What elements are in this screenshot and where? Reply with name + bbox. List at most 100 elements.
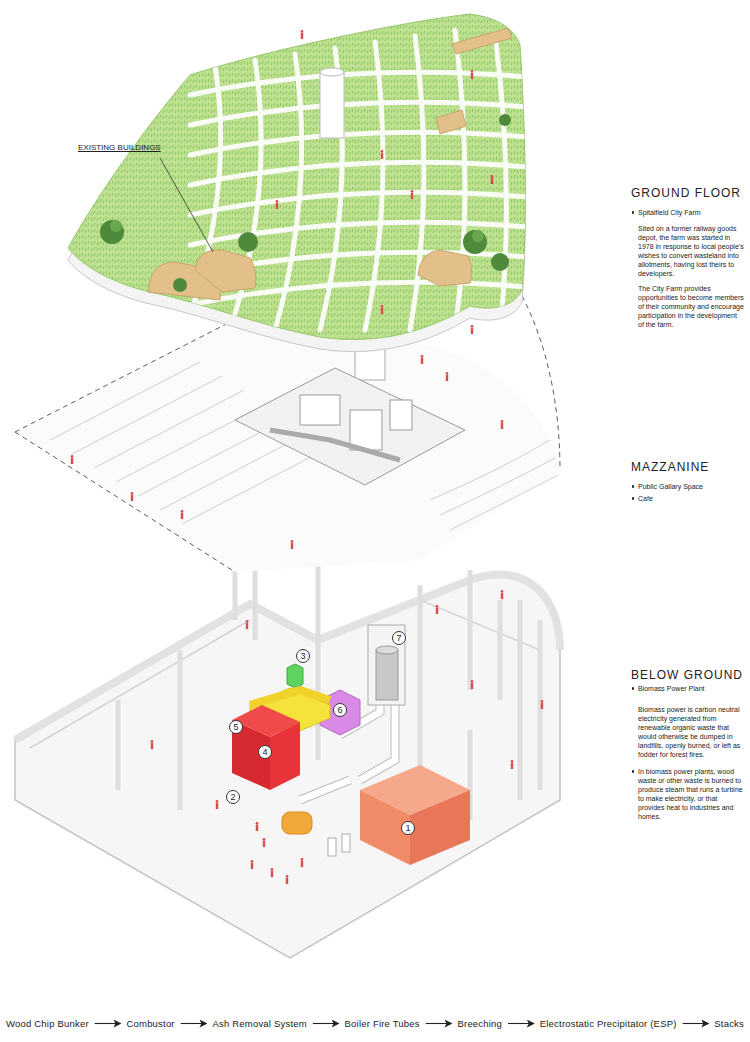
section-heading: MAZZANINE — [631, 460, 746, 474]
art-shape — [286, 875, 289, 884]
art-shape — [238, 232, 258, 252]
art-shape — [301, 30, 304, 39]
art-shape — [498, 600, 503, 700]
art-shape — [411, 190, 414, 199]
art-shape — [151, 740, 154, 749]
art-shape — [316, 560, 321, 760]
art-shape — [501, 420, 504, 429]
art-shape — [452, 28, 512, 54]
art-shape — [381, 305, 384, 314]
bullet-dot — [632, 485, 634, 487]
art-shape — [499, 114, 511, 126]
art-shape — [463, 230, 487, 254]
art-shape — [468, 570, 473, 690]
art-shape — [190, 72, 600, 305]
art-shape — [253, 560, 258, 640]
flow-step: Ash Removal System — [212, 1016, 306, 1031]
section-text: Sited on a former railway goods depot, t… — [638, 224, 744, 278]
art-shape — [271, 868, 274, 877]
art-shape — [148, 28, 512, 300]
art-shape — [15, 575, 560, 740]
section-heading: GROUND FLOOR — [631, 186, 746, 200]
section-subtitle: Public Gallary Space — [638, 482, 744, 491]
art-shape — [291, 540, 294, 549]
callout-number: 4 — [258, 745, 272, 759]
flow-arrow — [95, 1023, 121, 1024]
step-label: Breeching — [457, 1018, 502, 1029]
art-shape — [320, 72, 344, 138]
art-shape — [15, 318, 560, 572]
art-shape — [518, 600, 523, 800]
people-figures — [71, 30, 544, 884]
art-shape — [342, 834, 350, 852]
art-shape — [491, 253, 509, 271]
art-shape — [300, 395, 340, 425]
art-shape — [368, 625, 405, 705]
step-label: Wood Chip Bunker — [6, 1018, 89, 1029]
art-shape — [320, 68, 344, 76]
art-shape — [250, 690, 330, 705]
art-shape — [173, 278, 187, 292]
art-shape — [328, 838, 336, 856]
art-shape — [131, 492, 134, 501]
callout-number: 2 — [226, 790, 240, 804]
bullet-dot — [632, 497, 634, 499]
art-shape — [270, 430, 400, 460]
step-label: Ash Removal System — [212, 1018, 306, 1029]
art-shape — [471, 325, 474, 334]
ground-floor-farm — [68, 14, 600, 352]
callout-label: EXISTING BUILDINGS — [78, 143, 208, 153]
power-plant-equipment — [232, 625, 470, 865]
art-shape — [436, 605, 439, 614]
art-shape — [116, 700, 121, 790]
art-shape — [501, 590, 504, 599]
art-shape — [276, 200, 279, 209]
step-label: Stacks — [714, 1018, 744, 1029]
bullet-dot — [632, 770, 634, 772]
art-shape — [430, 440, 558, 530]
flow-step: Combustor — [126, 1016, 174, 1031]
art-shape — [471, 680, 474, 689]
art-shape — [100, 220, 124, 244]
art-shape — [50, 362, 558, 530]
art-shape — [110, 220, 122, 232]
flow-arrow — [426, 1023, 452, 1024]
art-shape — [235, 368, 465, 485]
art-shape — [110, 220, 484, 242]
section-subtitle: Spitalfield City Farm — [638, 208, 744, 217]
flow-arrow — [181, 1023, 207, 1024]
callout-number: 3 — [296, 649, 310, 663]
art-shape — [246, 620, 249, 629]
art-shape — [538, 620, 543, 790]
bullet-dot — [632, 211, 634, 213]
art-shape — [376, 650, 398, 700]
art-shape — [178, 650, 183, 810]
art-shape — [263, 838, 266, 847]
art-shape — [471, 70, 474, 79]
art-shape — [15, 575, 560, 958]
art-shape — [418, 250, 472, 286]
art-shape — [287, 664, 303, 688]
section-text: The City Farm provides opportunities to … — [638, 284, 744, 329]
art-shape — [376, 646, 398, 654]
flow-arrow — [683, 1023, 709, 1024]
step-label: Boiler Fire Tubes — [345, 1018, 420, 1029]
step-label: Electrostatic Precipitator (ESP) — [540, 1018, 677, 1029]
art-shape — [251, 860, 254, 869]
section-text: In biomass power plants, wood waste or o… — [638, 767, 744, 821]
flow-step: Electrostatic Precipitator (ESP) — [540, 1016, 677, 1031]
flow-step: Wood Chip Bunker — [6, 1016, 89, 1031]
art-shape — [446, 372, 449, 381]
section-text: Biomass power is carbon neutral electric… — [638, 705, 744, 759]
art-shape — [181, 510, 184, 519]
bullet-dot — [632, 687, 634, 689]
art-shape — [390, 400, 412, 430]
art-shape — [350, 410, 382, 450]
art-shape — [185, 30, 600, 330]
basement-plan — [15, 575, 560, 958]
art-shape — [436, 110, 466, 134]
callout-number: 6 — [333, 703, 347, 717]
callout-number: 7 — [392, 631, 406, 645]
